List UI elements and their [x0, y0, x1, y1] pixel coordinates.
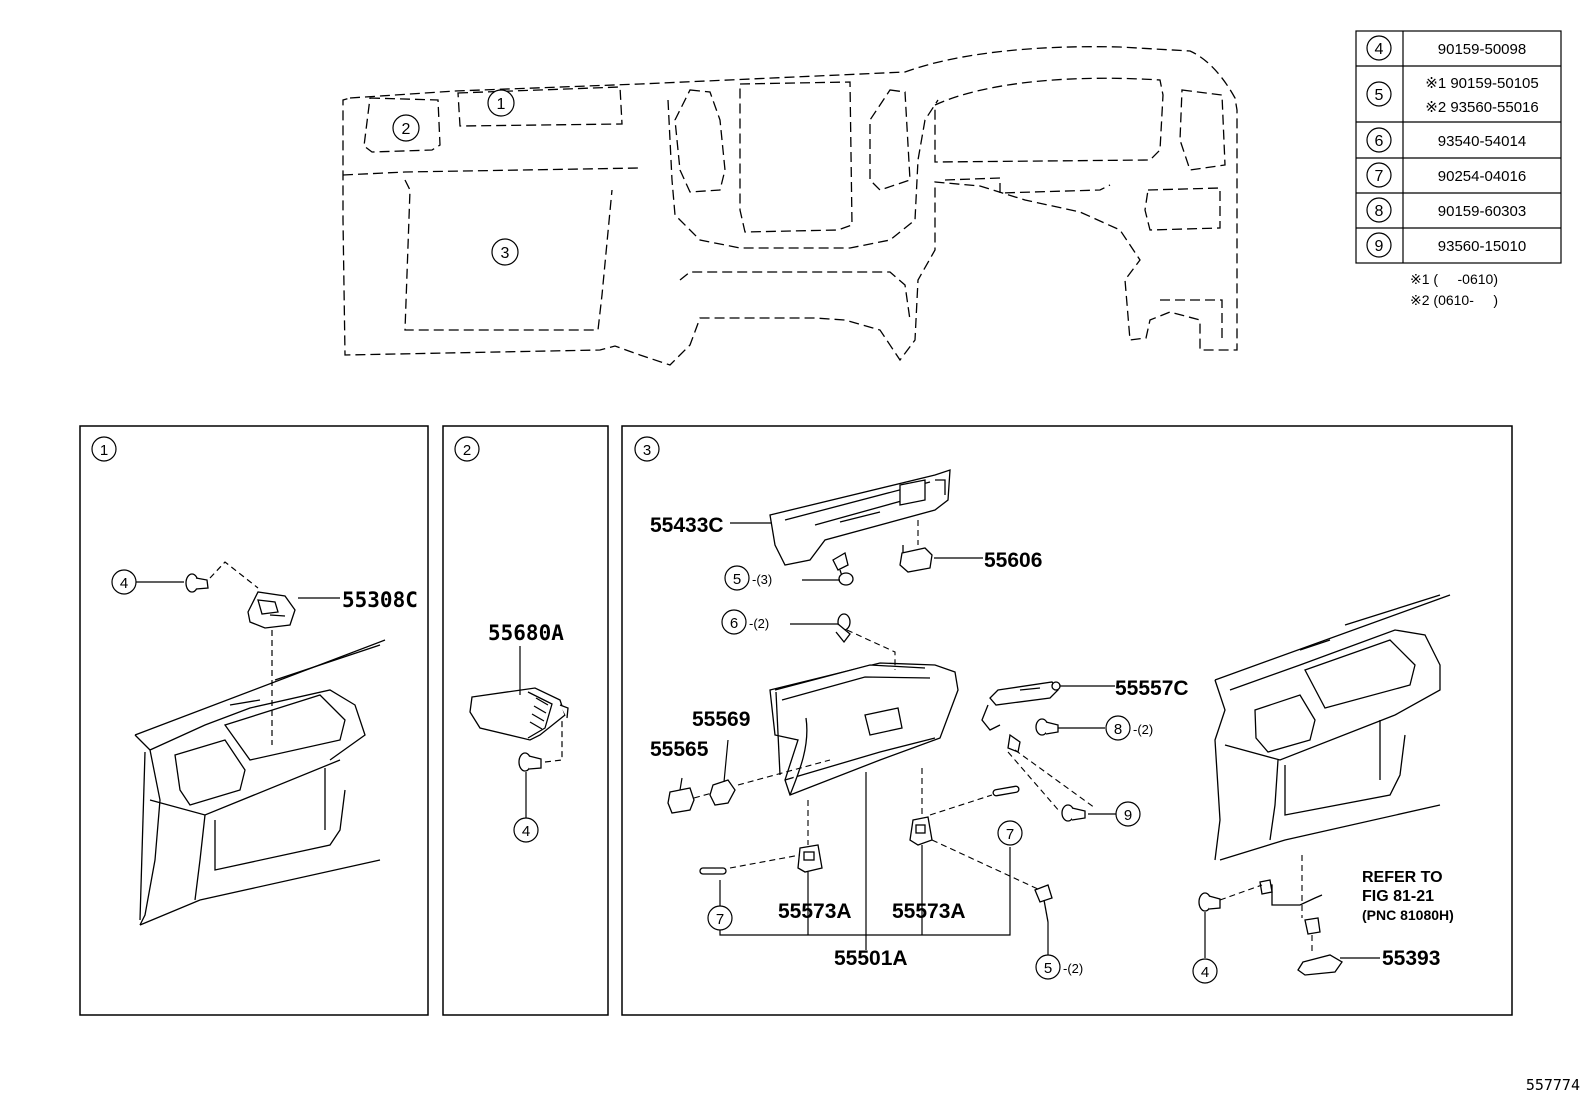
part-55501a-drawing [769, 662, 959, 796]
part-55606-drawing [899, 545, 933, 573]
callout-7b: 7 [716, 911, 724, 928]
panel-1: 1 [79, 425, 429, 1016]
panel-1-number: 1 [100, 442, 108, 459]
callout-6-qty: -(2) [749, 616, 769, 631]
label-55569: 55569 [692, 708, 750, 731]
label-55573a-right: 55573A [892, 900, 966, 923]
refer-note: REFER TO FIG 81-21 (PNC 81080H) [1362, 869, 1454, 923]
label-55308c: 55308C [342, 588, 418, 612]
panel-3-dash-drawing [1214, 594, 1451, 861]
table-note-2: ※2 (0610- ) [1410, 292, 1498, 308]
table-part-6: 93540-54014 [1438, 133, 1526, 150]
panel-2-number: 2 [463, 442, 471, 459]
table-part-4: 90159-50098 [1438, 41, 1526, 58]
part-55680a-drawing [469, 687, 569, 741]
table-part-8: 90159-60303 [1438, 203, 1526, 220]
overview-callout-1-circle [487, 89, 515, 117]
panel-2-leaders [519, 646, 563, 818]
fastener-4-drawing [185, 573, 209, 593]
panel-1-dash-drawing [134, 639, 386, 926]
table-ref-7: 7 [1375, 168, 1384, 185]
table-ref-8: 8 [1375, 203, 1384, 220]
parts-table-numbers: 90159-50098 ※1 90159-50105 ※2 93560-5501… [1425, 41, 1539, 255]
overview-callouts: 1 2 3 [392, 89, 519, 266]
callout-9: 9 [1124, 807, 1132, 824]
panel-3-number: 3 [643, 442, 651, 459]
table-part-5a: ※1 90159-50105 [1425, 75, 1539, 92]
panel-3-frame [621, 425, 1513, 1016]
callout-5b: 5 [1044, 960, 1052, 977]
callout-4-panel3: 4 [1201, 964, 1209, 981]
part-55565-drawing [667, 787, 695, 814]
table-part-7: 90254-04016 [1438, 168, 1526, 185]
callout-8: 8 [1114, 721, 1122, 738]
table-ref-9: 9 [1375, 238, 1384, 255]
overview-callout-2: 2 [402, 121, 411, 138]
table-notes: ※1 ( -0610) ※2 (0610- ) [1410, 271, 1498, 308]
panel-3-callouts: 5 -(3) 6 -(2) 8 -(2) 9 7 7 5 -(2) 4 [707, 565, 1218, 984]
label-55393: 55393 [1382, 947, 1440, 970]
refer-line-3: (PNC 81080H) [1362, 907, 1454, 923]
figure-id: 557774 [1526, 1076, 1580, 1094]
screw-6-drawing [835, 613, 851, 644]
overview-callout-1: 1 [497, 96, 506, 113]
label-55501a: 55501A [834, 947, 908, 970]
bumper-7-drawing [699, 785, 1020, 875]
panel-2-frame [442, 425, 609, 1016]
screw-5a-drawing [832, 552, 854, 586]
panel-3-fastener-4 [1198, 892, 1221, 912]
table-part-5b: ※2 93560-55016 [1425, 99, 1539, 116]
overview-callout-3-circle [491, 238, 519, 266]
overview-callout-3: 3 [501, 245, 510, 262]
callout-8-qty: -(2) [1133, 722, 1153, 737]
panel-3-dashed-leaders [693, 520, 1313, 955]
parts-table [1355, 30, 1562, 264]
table-part-9: 93560-15010 [1438, 238, 1526, 255]
part-55433c-drawing [769, 469, 951, 566]
callout-7a: 7 [1006, 826, 1014, 843]
panel-1-frame [79, 425, 429, 1016]
table-ref-6: 6 [1375, 133, 1384, 150]
panel-2: 2 55680A 4 [442, 425, 609, 1016]
callout-5b-qty: -(2) [1063, 961, 1083, 976]
label-55557c: 55557C [1115, 677, 1189, 700]
table-ref-5: 5 [1375, 87, 1384, 104]
panel-1-leaders [136, 561, 340, 745]
part-55573a-right-drawing [909, 816, 933, 846]
label-55680a: 55680A [488, 621, 564, 645]
dashboard-overview [342, 46, 1238, 366]
screw-5b-drawing [1034, 884, 1053, 923]
panel-1-callout-4: 4 [120, 575, 128, 592]
screw-8-drawing [1007, 718, 1059, 753]
overview-callout-2-circle [392, 114, 420, 142]
part-55569-drawing [709, 779, 736, 806]
label-55573a-left: 55573A [778, 900, 852, 923]
label-55606: 55606 [984, 549, 1042, 572]
part-55308c-drawing [247, 591, 296, 629]
callout-5a-qty: -(3) [752, 572, 772, 587]
parts-table-text: 4 5 6 7 8 9 [1375, 41, 1384, 255]
panel-3: 3 [621, 425, 1513, 1016]
part-55393-drawing [1259, 879, 1343, 976]
panel-2-fastener [518, 752, 542, 772]
table-ref-4: 4 [1375, 41, 1384, 58]
screw-9-drawing [1061, 804, 1086, 822]
panel-2-callout-4: 4 [522, 823, 530, 840]
callout-6: 6 [730, 615, 738, 632]
table-note-1: ※1 ( -0610) [1410, 271, 1498, 287]
panel-3-labels: 55433C 55606 55557C 55569 55565 55573A 5… [650, 514, 1440, 970]
label-55565: 55565 [650, 738, 709, 761]
part-55573a-left-drawing [797, 844, 823, 873]
refer-line-1: REFER TO [1362, 869, 1443, 886]
label-55433c: 55433C [650, 514, 724, 537]
callout-5a: 5 [733, 571, 741, 588]
part-55557c-drawing [981, 681, 1061, 731]
refer-line-2: FIG 81-21 [1362, 888, 1434, 905]
